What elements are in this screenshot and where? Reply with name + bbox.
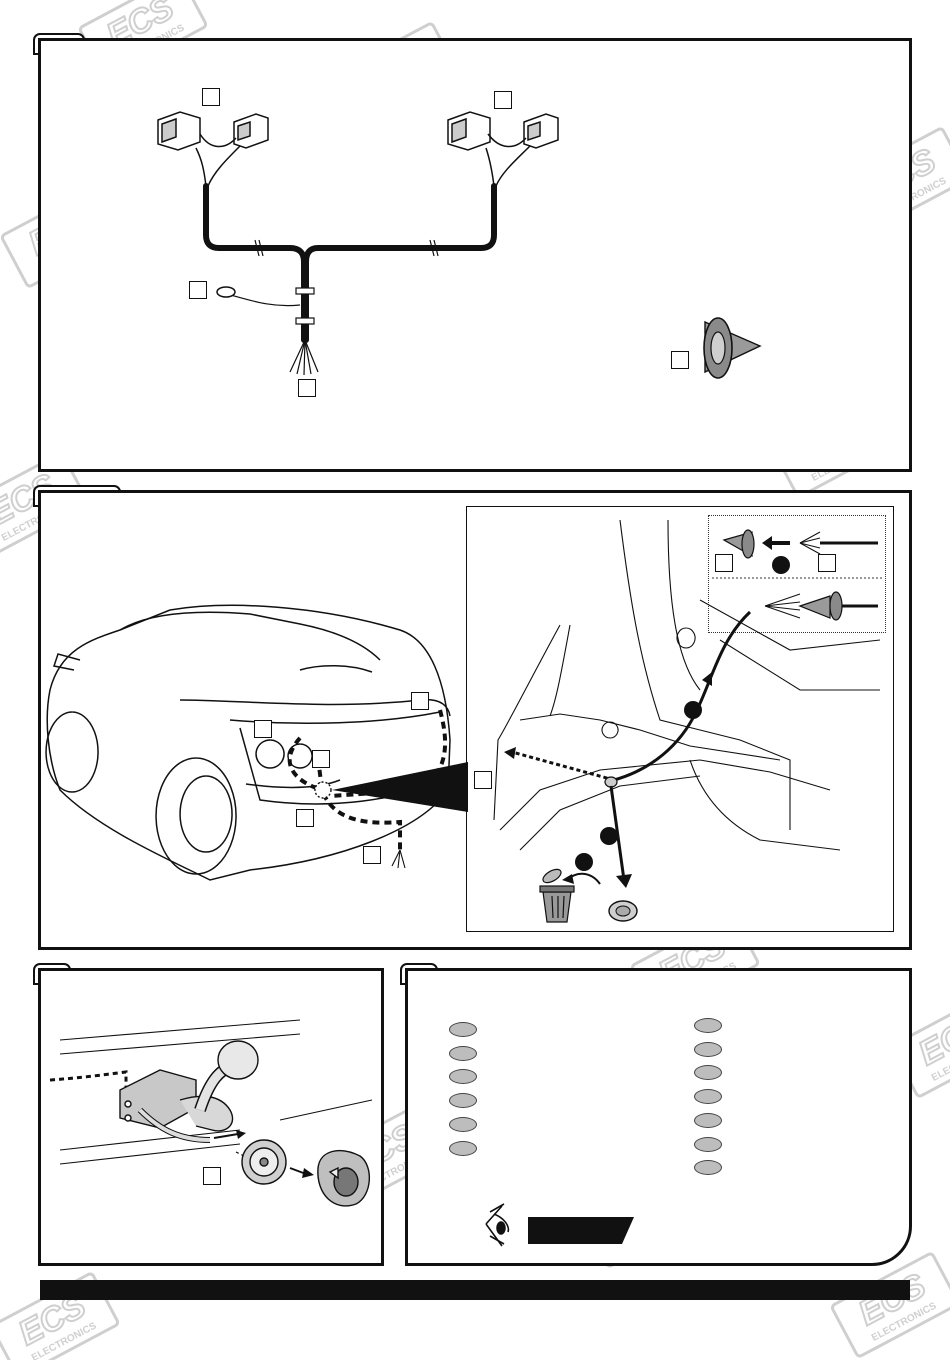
connection-oval-right-2	[694, 1041, 722, 1057]
ref-box-wires-step	[818, 554, 836, 572]
ref-box-socket-cable	[363, 846, 381, 864]
connection-oval-left-2	[449, 1045, 477, 1061]
ref-box-inset-lamp	[474, 771, 492, 789]
grommet-step-box	[708, 515, 886, 633]
connection-oval-right-4	[694, 1089, 722, 1105]
ref-box-ground-point	[296, 809, 314, 827]
connection-oval-left-3	[449, 1069, 477, 1085]
ref-box-right-lamp	[411, 692, 429, 710]
ref-box-grommet-step	[715, 554, 733, 572]
svg-text:ELECTRONICS: ELECTRONICS	[30, 1320, 99, 1360]
ref-box-left-lamp	[254, 720, 272, 738]
inset-detail-frame	[466, 506, 894, 932]
ref-box-open-wires	[298, 379, 316, 397]
connection-oval-left-4	[449, 1093, 477, 1109]
panel-connection-list	[405, 968, 912, 1266]
panel-towbar-socket	[38, 968, 384, 1266]
ref-box-right-connector	[494, 91, 512, 109]
svg-text:ELECTRONICS: ELECTRONICS	[870, 1300, 939, 1344]
ref-box-ground	[189, 281, 207, 299]
connection-oval-right-6	[694, 1136, 722, 1152]
svg-text:ECS: ECS	[912, 1006, 950, 1073]
connection-oval-right-5	[694, 1112, 722, 1128]
ref-box-center-lamp	[312, 750, 330, 768]
footer-bar	[40, 1280, 910, 1300]
connection-oval-left-5	[449, 1116, 477, 1132]
svg-text:ELECTRONICS: ELECTRONICS	[930, 1040, 950, 1084]
ref-box-grommet	[671, 351, 689, 369]
connection-oval-right-3	[694, 1065, 722, 1081]
connection-oval-right-1	[694, 1018, 722, 1033]
ref-box-socket	[203, 1167, 221, 1185]
connection-oval-left-1	[449, 1022, 477, 1037]
ref-box-left-connector	[202, 88, 220, 106]
panel-components-overview	[38, 38, 912, 472]
connection-oval-right-7	[694, 1160, 722, 1176]
connection-oval-left-6	[449, 1140, 477, 1156]
